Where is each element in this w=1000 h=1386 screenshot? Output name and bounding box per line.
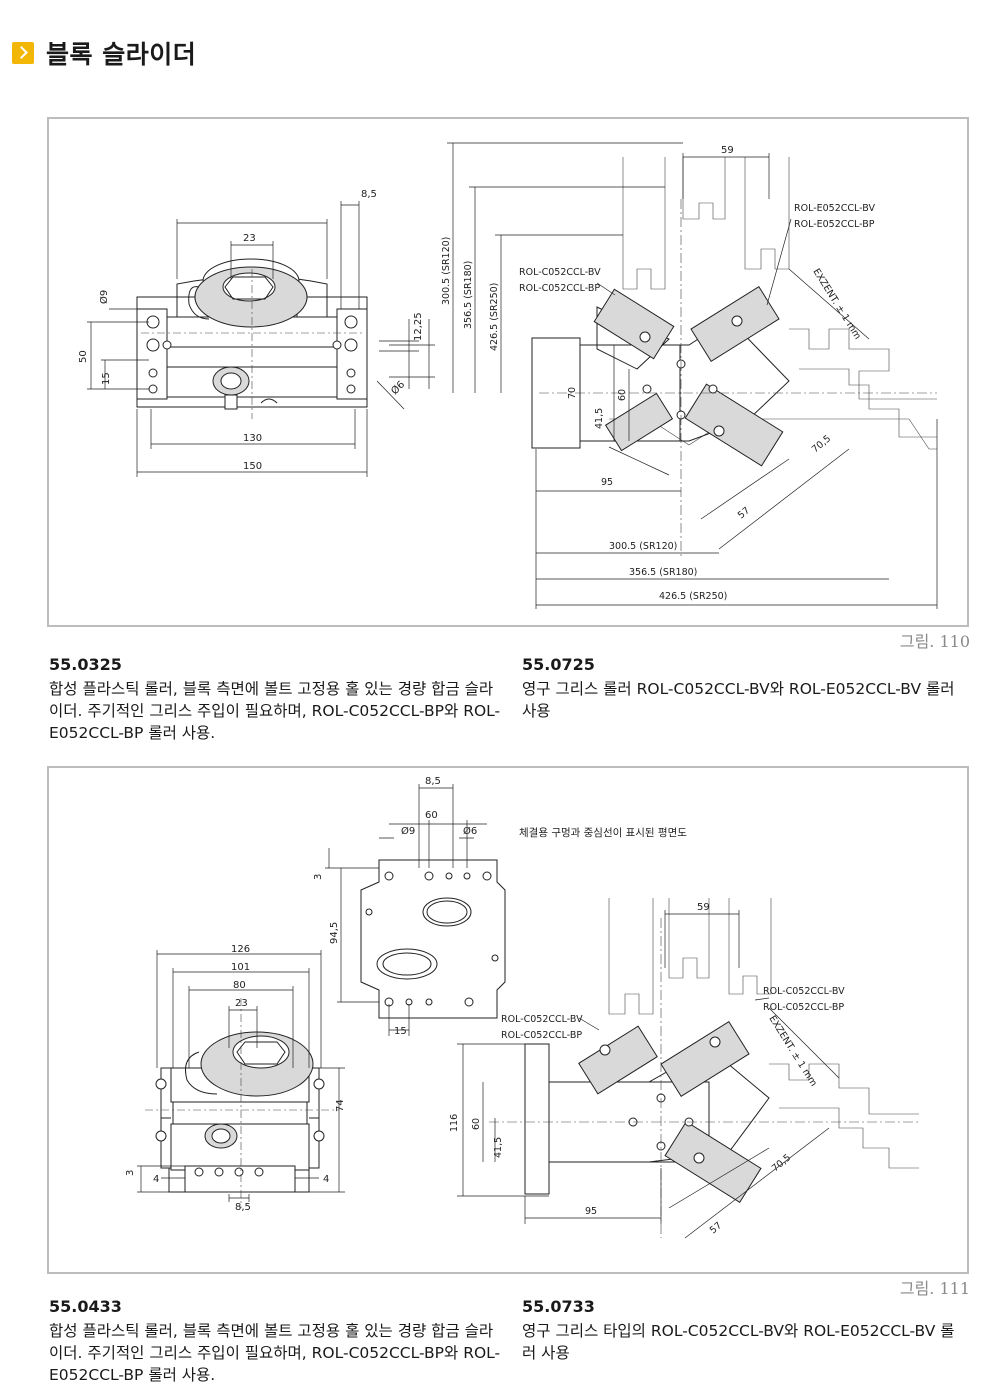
top-dim-15: 15: [394, 1026, 407, 1037]
dim-70: 70: [567, 387, 578, 399]
part-r-bp: ROL-C052CCL-BP: [763, 1002, 844, 1013]
dim-8-5: 8,5: [361, 189, 377, 200]
dim-150: 150: [243, 461, 262, 472]
figure-label-110: 그림. 110: [899, 632, 970, 651]
vdim-300: 300.5 (SR120): [441, 237, 452, 305]
dim-95-b: 95: [585, 1206, 597, 1217]
figure-111: 8,5 60 Ø9 Ø6 3 94,5 15 체결용 구멍과 중심선이 표시된 …: [47, 766, 969, 1274]
description-55-0325: 55.0325 합성 플라스틱 롤러, 블록 측면에 볼트 고정용 홀 있는 경…: [49, 654, 504, 744]
product-code: 55.0325: [49, 655, 122, 674]
page-title: 블록 슬라이더: [46, 40, 197, 69]
dim-12-25: 12,25: [413, 312, 424, 341]
dim-4-left: 4: [153, 1174, 159, 1185]
product-code: 55.0433: [49, 1297, 122, 1316]
dim-41-5-b: 41,5: [493, 1137, 504, 1158]
plan-caption: 체결용 구멍과 중심선이 표시된 평면도: [519, 827, 687, 839]
dim-57-b: 57: [708, 1220, 724, 1236]
top-dim-diam-9: Ø9: [401, 825, 415, 837]
description-55-0433: 55.0433 합성 플라스틱 롤러, 블록 측면에 볼트 고정용 홀 있는 경…: [49, 1296, 504, 1386]
dim-116: 116: [449, 1114, 460, 1132]
dim-diam-6: Ø6: [389, 379, 408, 398]
top-dim-8-5: 8,5: [425, 776, 441, 787]
top-dim-94-5: 94,5: [329, 922, 340, 944]
exzent-111: EXZENT. ± 1 mm: [766, 1014, 818, 1089]
part-c-bv: ROL-C052CCL-BV: [519, 267, 601, 278]
dim-15: 15: [101, 372, 112, 385]
front-view-111: 126 101 80 23 74 3 4 4 8,5: [125, 944, 346, 1213]
hdim-300: 300.5 (SR120): [609, 541, 677, 552]
top-dim-diam-6: Ø6: [463, 825, 477, 837]
product-text: 합성 플라스틱 롤러, 블록 측면에 볼트 고정용 홀 있는 경량 합금 슬라이…: [49, 1322, 501, 1384]
dim-23-b: 23: [235, 998, 248, 1009]
dim-59: 59: [721, 145, 734, 156]
dim-126: 126: [231, 944, 250, 955]
product-text: 영구 그리스 롤러 ROL-C052CCL-BV와 ROL-E052CCL-BV…: [522, 680, 955, 720]
part-c-bp: ROL-C052CCL-BP: [519, 283, 600, 294]
dim-59-b: 59: [697, 902, 710, 913]
dim-70-5-b: 70,5: [770, 1152, 793, 1174]
dim-101: 101: [231, 962, 250, 973]
dim-diam-9: Ø9: [98, 290, 110, 304]
figure-label-111: 그림. 111: [899, 1279, 970, 1298]
dim-41-5: 41,5: [594, 408, 605, 429]
hdim-426: 426.5 (SR250): [659, 591, 727, 602]
plan-view-111: 8,5 60 Ø9 Ø6 3 94,5 15 체결용 구멍과 중심선이 표시된 …: [313, 776, 687, 1037]
exzent-110: EXZENT. ± 1 mm: [810, 267, 862, 342]
vdim-426: 426.5 (SR250): [489, 283, 500, 351]
drawing-111: 8,5 60 Ø9 Ø6 3 94,5 15 체결용 구멍과 중심선이 표시된 …: [125, 776, 919, 1239]
dim-70-5: 70,5: [810, 433, 833, 455]
dim-80: 80: [233, 980, 246, 991]
dim-60: 60: [617, 389, 628, 401]
part-r-bv: ROL-C052CCL-BV: [763, 986, 845, 997]
section-header: 블록 슬라이더: [12, 36, 196, 70]
part-e-bv: ROL-E052CCL-BV: [794, 203, 875, 214]
description-55-0725: 55.0725 영구 그리스 롤러 ROL-C052CCL-BV와 ROL-E0…: [522, 654, 967, 722]
dim-74: 74: [335, 1099, 346, 1112]
dim-8-5-b: 8,5: [235, 1202, 251, 1213]
dim-95: 95: [601, 477, 613, 488]
dim-4-right: 4: [323, 1174, 329, 1185]
product-text: 합성 플라스틱 롤러, 블록 측면에 볼트 고정용 홀 있는 경량 합금 슬라이…: [49, 680, 501, 742]
top-dim-3: 3: [313, 874, 324, 880]
figure-110: 8,5 23 Ø9 12,25 Ø6 50 15 130 150: [47, 117, 969, 627]
top-dim-60: 60: [425, 810, 438, 821]
dim-57: 57: [736, 505, 752, 521]
drawing-110: 8,5 23 Ø9 12,25 Ø6 50 15 130 150: [78, 142, 938, 609]
dim-3-b: 3: [125, 1170, 136, 1176]
part-e-bp: ROL-E052CCL-BP: [794, 219, 875, 230]
dim-130: 130: [243, 433, 262, 444]
hdim-356: 356.5 (SR180): [629, 567, 697, 578]
part-l-bv: ROL-C052CCL-BV: [501, 1014, 583, 1025]
side-view-111: 59 ROL-C052CCL-BV ROL-C052CCL-BP ROL-C05…: [449, 898, 919, 1239]
product-code: 55.0725: [522, 655, 595, 674]
side-view-110: 59 ROL-E052CCL-BV ROL-E052CCL-BP ROL-C05…: [441, 142, 938, 609]
dim-60-b: 60: [471, 1118, 482, 1130]
chevron-right-icon: [12, 42, 34, 64]
product-code: 55.0733: [522, 1297, 595, 1316]
description-55-0733: 55.0733 영구 그리스 타입의 ROL-C052CCL-BV와 ROL-E…: [522, 1296, 967, 1364]
front-view-110: 8,5 23 Ø9 12,25 Ø6 50 15 130 150: [78, 189, 435, 477]
part-l-bp: ROL-C052CCL-BP: [501, 1030, 582, 1041]
vdim-356: 356.5 (SR180): [463, 261, 474, 329]
product-text: 영구 그리스 타입의 ROL-C052CCL-BV와 ROL-E052CCL-B…: [522, 1322, 955, 1362]
dim-23: 23: [243, 233, 256, 244]
dim-50: 50: [78, 350, 89, 363]
